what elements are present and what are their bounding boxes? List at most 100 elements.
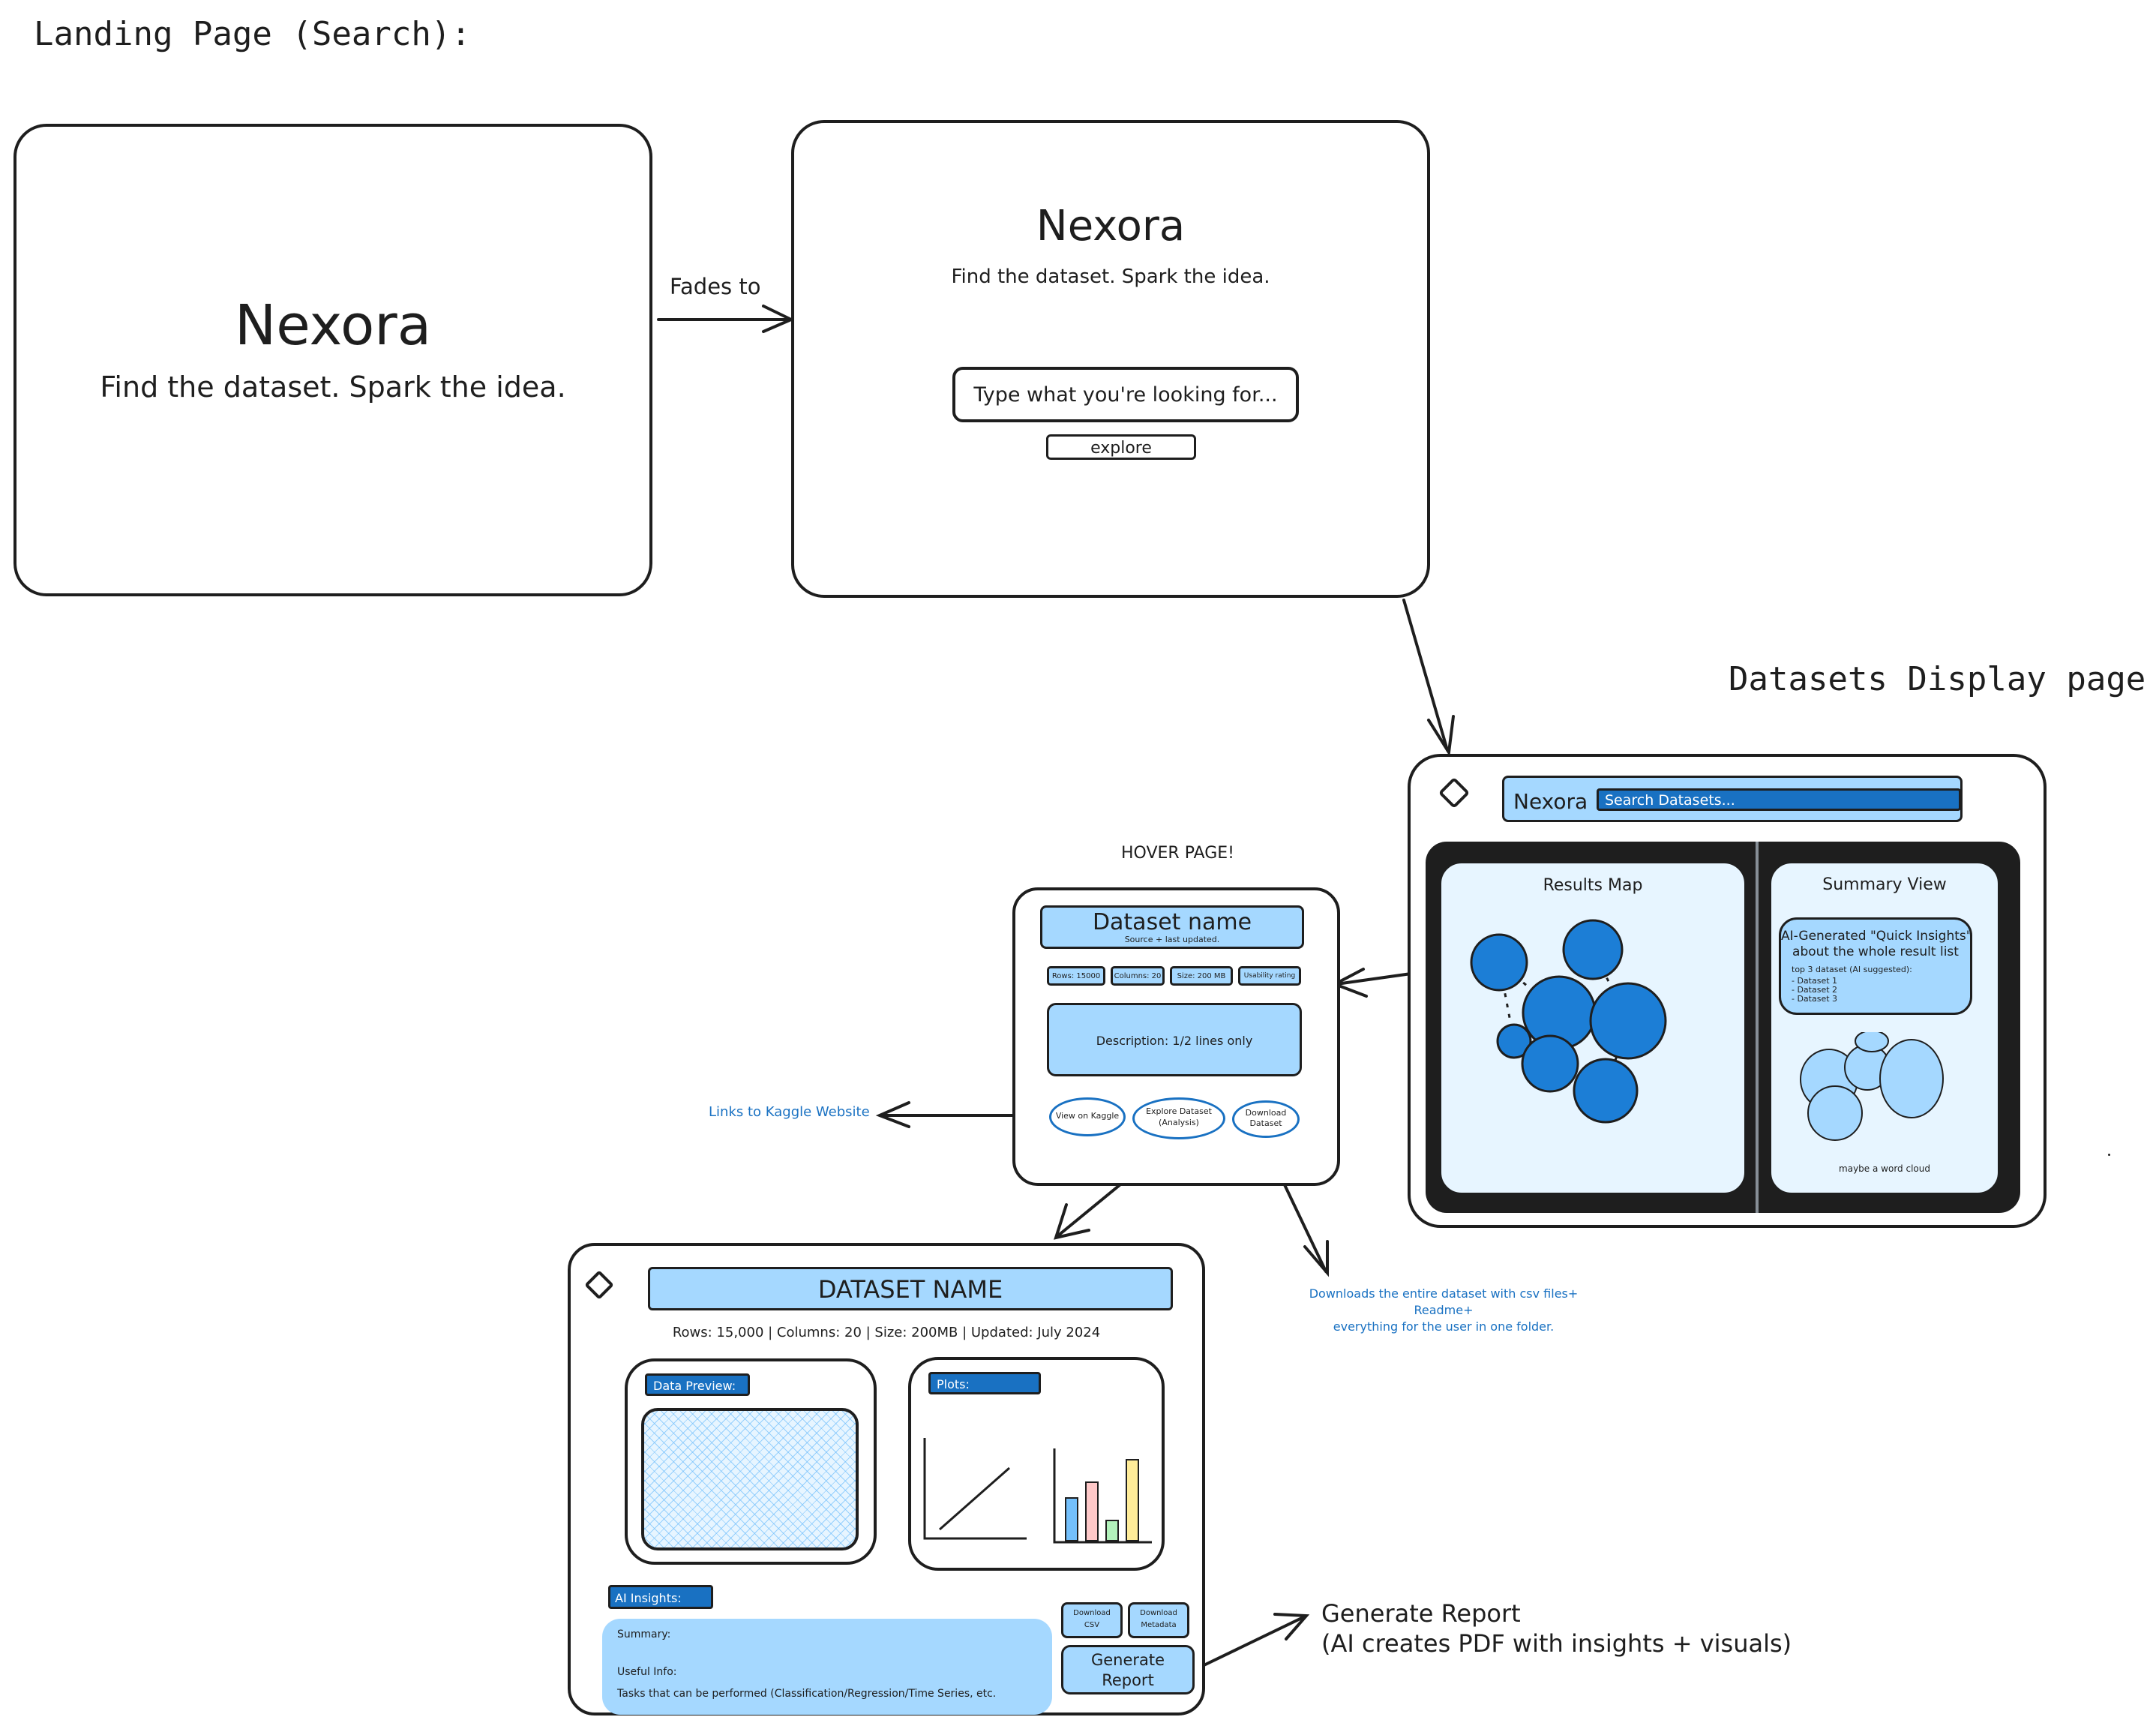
insights-title-2: about the whole result list <box>1792 944 1959 959</box>
stat-size-label: Size: 200 MB <box>1177 972 1226 980</box>
description-text: Description: 1/2 lines only <box>1096 1034 1253 1048</box>
detail-page-frame: DATASET NAME Rows: 15,000 | Columns: 20 … <box>568 1243 1205 1715</box>
splash-tagline: Find the dataset. Spark the idea. <box>100 371 566 404</box>
results-map-panel: Results Map <box>1439 861 1747 1195</box>
display-search-placeholder: Search Datasets... <box>1605 792 1735 809</box>
stray-dot <box>2108 1154 2110 1156</box>
arrow-to-download-note-head <box>1303 1240 1329 1277</box>
data-preview-label-box: Data Preview: <box>645 1373 750 1396</box>
plots-label: Plots: <box>937 1377 970 1391</box>
logo-icon[interactable] <box>1438 776 1471 809</box>
generate-report-label-2: Report <box>1102 1671 1154 1689</box>
stat-rows: Rows: 15000 <box>1047 966 1105 986</box>
plot-bar <box>1105 1520 1119 1541</box>
arrow-to-report <box>1195 1615 1306 1670</box>
hover-section-title: HOVER PAGE! <box>1121 844 1234 863</box>
plot-bar <box>1126 1459 1139 1541</box>
cloud-blob <box>1879 1039 1944 1118</box>
data-preview-card: Data Preview: <box>625 1358 877 1565</box>
stat-size: Size: 200 MB <box>1170 966 1233 986</box>
stat-columns: Columns: 20 <box>1111 966 1165 986</box>
search-page-brand: Nexora <box>1036 202 1186 251</box>
word-cloud-label: maybe a word cloud <box>1839 1163 1930 1174</box>
download-csv-button[interactable]: Download CSV <box>1061 1602 1123 1638</box>
display-brand: Nexora <box>1513 789 1588 814</box>
detail-title-box: DATASET NAME <box>648 1267 1173 1310</box>
word-cloud <box>1800 1032 1944 1141</box>
data-preview-table[interactable] <box>641 1408 859 1550</box>
summary-view-panel: Summary View AI-Generated "Quick Insight… <box>1769 861 2000 1195</box>
plots-label-box: Plots: <box>928 1372 1041 1394</box>
logo-icon[interactable] <box>584 1270 614 1300</box>
download-annotation-2: Readme+ <box>1414 1303 1474 1317</box>
map-node <box>1521 1034 1579 1093</box>
hover-title: Dataset name <box>1092 909 1252 935</box>
stat-rows-label: Rows: 15000 <box>1051 972 1101 980</box>
download-annotation-3: everything for the user in one folder. <box>1333 1319 1555 1334</box>
kaggle-annotation: Links to Kaggle Website <box>709 1104 870 1120</box>
map-node <box>1573 1058 1639 1124</box>
search-page-tagline: Find the dataset. Spark the idea. <box>951 266 1270 288</box>
cloud-blob <box>1807 1085 1863 1141</box>
insights-item: - Dataset 3 <box>1792 994 1838 1004</box>
results-map-graph <box>1470 919 1667 1124</box>
view-on-kaggle-label: View on Kaggle <box>1055 1111 1120 1121</box>
plots-chart-area <box>923 1438 1152 1544</box>
quick-insights-card: AI-Generated "Quick Insights" about the … <box>1779 917 1972 1015</box>
arrow-to-detail-head <box>1054 1203 1090 1240</box>
arrow-to-display <box>1402 599 1449 752</box>
hover-title-box: Dataset name Source + last updated. <box>1040 905 1304 949</box>
insights-title-1: AI-Generated "Quick Insights" <box>1781 929 1972 944</box>
download-dataset-button[interactable]: Download Dataset <box>1232 1100 1300 1138</box>
detail-title: DATASET NAME <box>817 1275 1003 1304</box>
insights-sub: top 3 dataset (AI suggested): <box>1792 965 1912 974</box>
data-preview-label: Data Preview: <box>653 1379 736 1393</box>
map-node <box>1562 919 1624 980</box>
download-csv-label-2: CSV <box>1084 1621 1100 1629</box>
report-annotation-2: (AI creates PDF with insights + visuals) <box>1321 1629 1792 1658</box>
explore-dataset-label-2: (Analysis) <box>1159 1118 1199 1127</box>
search-input[interactable]: Type what you're looking for... <box>952 367 1299 422</box>
panel-divider <box>1756 842 1759 1213</box>
stat-usability-label: Usability rating <box>1243 972 1296 980</box>
ai-insights-label: AI Insights: <box>615 1591 682 1605</box>
insights-item: - Dataset 2 <box>1792 985 1838 995</box>
summary-view-title: Summary View <box>1822 875 1947 894</box>
map-node <box>1589 982 1667 1060</box>
explore-button[interactable]: explore <box>1046 434 1196 460</box>
hover-subtitle: Source + last updated. <box>1124 935 1220 944</box>
report-annotation-1: Generate Report <box>1321 1599 1521 1628</box>
stat-usability: Usability rating <box>1238 966 1301 986</box>
arrow-to-report-head <box>1273 1613 1310 1640</box>
download-dataset-label-1: Download <box>1245 1108 1287 1118</box>
search-page-frame: Nexora Find the dataset. Spark the idea.… <box>791 120 1430 598</box>
ai-insights-panel: Summary: Useful Info: Tasks that can be … <box>602 1619 1052 1715</box>
bar-plot-axes <box>1053 1448 1152 1544</box>
arrow-to-display-head <box>1427 715 1455 757</box>
stat-columns-label: Columns: 20 <box>1114 972 1162 980</box>
download-metadata-label-2: Metadata <box>1141 1621 1177 1629</box>
explore-dataset-label-1: Explore Dataset <box>1146 1106 1212 1116</box>
explore-dataset-button[interactable]: Explore Dataset (Analysis) <box>1132 1097 1225 1139</box>
line-plot-line <box>939 1466 1010 1531</box>
display-search-input[interactable]: Search Datasets... <box>1597 788 1961 811</box>
cloud-blob <box>1855 1032 1889 1052</box>
explore-button-label: explore <box>1090 439 1152 458</box>
results-map-title: Results Map <box>1543 876 1643 895</box>
tasks-text: Tasks that can be performed (Classificat… <box>617 1688 997 1700</box>
transition-label: Fades to <box>670 274 761 299</box>
view-on-kaggle-button[interactable]: View on Kaggle <box>1049 1097 1126 1136</box>
arrow-to-kaggle-head <box>875 1101 910 1128</box>
download-dataset-label-2: Dataset <box>1249 1118 1282 1128</box>
download-csv-label-1: Download <box>1073 1609 1111 1617</box>
plots-card: Plots: <box>908 1357 1165 1571</box>
download-metadata-button[interactable]: Download Metadata <box>1128 1602 1189 1638</box>
landing-section-title: Landing Page (Search): <box>34 15 471 53</box>
generate-report-label-1: Generate <box>1090 1651 1165 1669</box>
generate-report-button[interactable]: Generate Report <box>1061 1645 1195 1694</box>
ai-insights-label-box: AI Insights: <box>608 1585 713 1609</box>
display-header-bar: Nexora Search Datasets... <box>1502 776 1963 822</box>
splash-frame: Nexora Find the dataset. Spark the idea. <box>13 124 652 596</box>
description-box: Description: 1/2 lines only <box>1047 1003 1302 1076</box>
